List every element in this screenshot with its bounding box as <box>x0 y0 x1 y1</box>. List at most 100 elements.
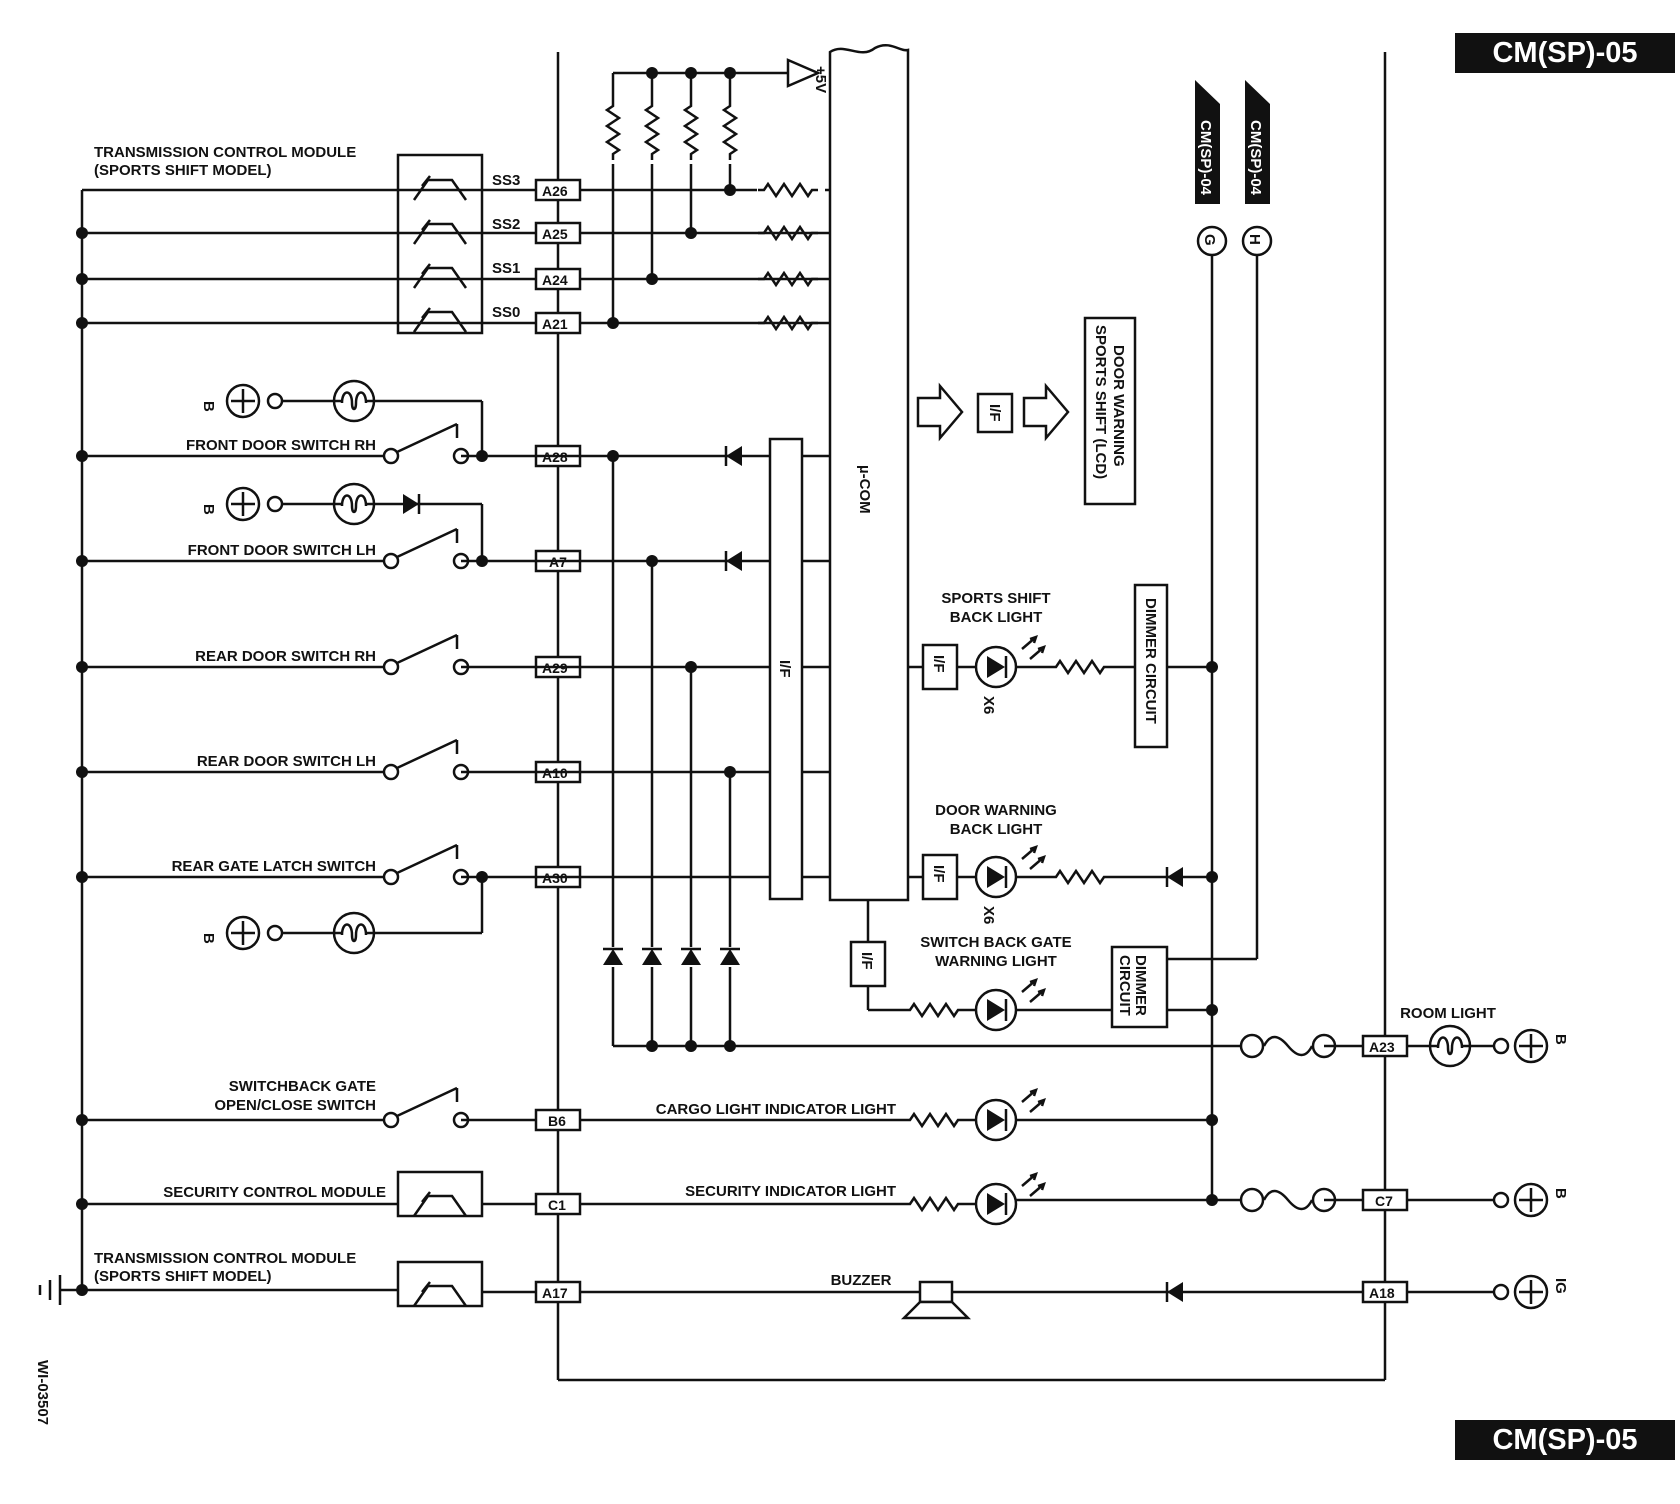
svg-text:A25: A25 <box>542 226 568 242</box>
fuse-icon-1 <box>1239 1033 1337 1059</box>
connector-g-letter: G <box>1201 234 1218 246</box>
tcm-subtitle: (SPORTS SHIFT MODEL) <box>94 162 272 179</box>
lcd-label-2: SPORTS SHIFT (LCD) <box>1092 325 1109 479</box>
figure-id: WI-03507 <box>34 1360 51 1425</box>
tcm-title: TRANSMISSION CONTROL MODULE <box>94 144 356 161</box>
battery-label-3: B <box>200 933 217 944</box>
arrow-icon-1 <box>916 382 964 442</box>
sports-backlight-led-icon <box>974 635 1046 689</box>
buzzer-icon <box>918 1280 954 1304</box>
signal-ss2: SS2 <box>492 216 520 233</box>
battery-label-1: B <box>200 401 217 412</box>
rear-door-rh-label: REAR DOOR SWITCH RH <box>195 648 376 665</box>
signal-ss3: SS3 <box>492 172 520 189</box>
signal-ss1: SS1 <box>492 260 520 277</box>
svg-text:I/F: I/F <box>930 865 947 883</box>
switchback-label-1: SWITCHBACK GATE <box>229 1078 376 1095</box>
pin-a17: A17 <box>534 1280 582 1304</box>
switchback-warning-label-2: WARNING LIGHT <box>935 953 1057 970</box>
svg-text:I/F: I/F <box>858 952 875 970</box>
switchback-warning-label-1: SWITCH BACK GATE <box>920 934 1071 951</box>
tcm2-title: TRANSMISSION CONTROL MODULE <box>94 1250 356 1267</box>
door-backlight-label-1: DOOR WARNING <box>935 802 1057 819</box>
svg-text:B: B <box>1552 1188 1569 1199</box>
svg-text:I/F: I/F <box>930 655 947 673</box>
pin-c1: C1 <box>534 1192 582 1216</box>
connector-h-flag <box>1245 80 1270 204</box>
dimmer-circuit-box <box>1133 583 1169 749</box>
ucom-block <box>828 43 910 902</box>
pin-a24: A24 <box>534 267 582 291</box>
switchback-label-2: OPEN/CLOSE SWITCH <box>214 1097 376 1114</box>
cargo-led-icon <box>974 1088 1046 1142</box>
door-switch-rows <box>76 422 830 886</box>
door-backlight-led-icon <box>974 845 1046 899</box>
signal-ss0: SS0 <box>492 304 520 321</box>
pin-a25: A25 <box>534 221 582 245</box>
security-battery-icon <box>1513 1182 1549 1218</box>
fuse-icon-2 <box>1239 1187 1337 1213</box>
supply-5v-icon <box>786 58 822 88</box>
svg-text:A23: A23 <box>1369 1039 1395 1055</box>
connector-h-ref: CM(SP)-04 <box>1247 120 1264 196</box>
connector-g-flag <box>1195 80 1220 204</box>
room-battery-icon <box>1513 1028 1549 1064</box>
tcm2-module-box <box>396 1260 484 1308</box>
svg-text:B6: B6 <box>548 1113 566 1129</box>
door-backlight-label-2: BACK LIGHT <box>950 821 1043 838</box>
svg-text:IG: IG <box>1552 1278 1569 1294</box>
lcd-if-label: I/F <box>986 404 1003 422</box>
svg-text:A18: A18 <box>1369 1285 1395 1301</box>
lcd-label-1: DOOR WARNING <box>1110 345 1127 467</box>
cargo-light-label: CARGO LIGHT INDICATOR LIGHT <box>656 1101 896 1118</box>
sports-backlight-label-1: SPORTS SHIFT <box>941 590 1050 607</box>
pin-a21: A21 <box>534 311 582 335</box>
x6-label-1: X6 <box>980 696 997 714</box>
sports-backlight-label-2: BACK LIGHT <box>950 609 1043 626</box>
ss-lines <box>76 180 830 331</box>
ignition-icon <box>1513 1274 1549 1310</box>
svg-text:C1: C1 <box>548 1197 566 1213</box>
pin-c7: C7 <box>1361 1188 1409 1212</box>
svg-text:B: B <box>1552 1034 1569 1045</box>
pin-a18: A18 <box>1361 1280 1409 1304</box>
supply-5v-label: +5V <box>812 66 829 93</box>
front-door-lh-label: FRONT DOOR SWITCH LH <box>188 542 376 559</box>
dimmer-circuit-label: DIMMER CIRCUIT <box>1142 598 1159 724</box>
page-code-top: CM(SP)-05 <box>1455 33 1675 73</box>
room-light-bulb-icon <box>1428 1024 1472 1068</box>
battery-label-2: B <box>200 504 217 515</box>
tcm2-subtitle: (SPORTS SHIFT MODEL) <box>94 1268 272 1285</box>
svg-text:A21: A21 <box>542 316 568 332</box>
tcm-module-box <box>396 153 484 335</box>
security-module-box <box>396 1170 484 1218</box>
pin-a26: A26 <box>534 178 582 202</box>
front-door-rh-label: FRONT DOOR SWITCH RH <box>186 437 376 454</box>
rear-gate-latch-label: REAR GATE LATCH SWITCH <box>172 858 376 875</box>
rear-door-lh-label: REAR DOOR SWITCH LH <box>197 753 376 770</box>
svg-text:A24: A24 <box>542 272 568 288</box>
connector-h-letter: H <box>1246 234 1263 245</box>
switchback-if-box <box>849 940 887 988</box>
security-module-label: SECURITY CONTROL MODULE <box>163 1184 386 1201</box>
dimmer-short-box <box>1110 945 1169 1029</box>
dimmer-short-label-2: CIRCUIT <box>1116 955 1133 1016</box>
switchback-led-icon <box>974 978 1046 1032</box>
pin-a23: A23 <box>1361 1034 1409 1058</box>
room-light-label: ROOM LIGHT <box>1400 1005 1496 1022</box>
security-light-label: SECURITY INDICATOR LIGHT <box>685 1183 896 1200</box>
arrow-icon-2 <box>1022 382 1070 442</box>
svg-text:A26: A26 <box>542 183 568 199</box>
courtesy-lamps <box>225 379 484 955</box>
if-input-block <box>768 437 804 901</box>
svg-text:C7: C7 <box>1375 1193 1393 1209</box>
lcd-if-box <box>976 392 1014 434</box>
svg-text:A17: A17 <box>542 1285 568 1301</box>
page-code-bottom: CM(SP)-05 <box>1455 1420 1675 1460</box>
sports-if-box <box>921 643 959 691</box>
lcd-box <box>1083 316 1137 506</box>
pin-b6: B6 <box>534 1108 582 1132</box>
dimmer-short-label-1: DIMMER <box>1132 955 1149 1016</box>
x6-label-2: X6 <box>980 906 997 924</box>
